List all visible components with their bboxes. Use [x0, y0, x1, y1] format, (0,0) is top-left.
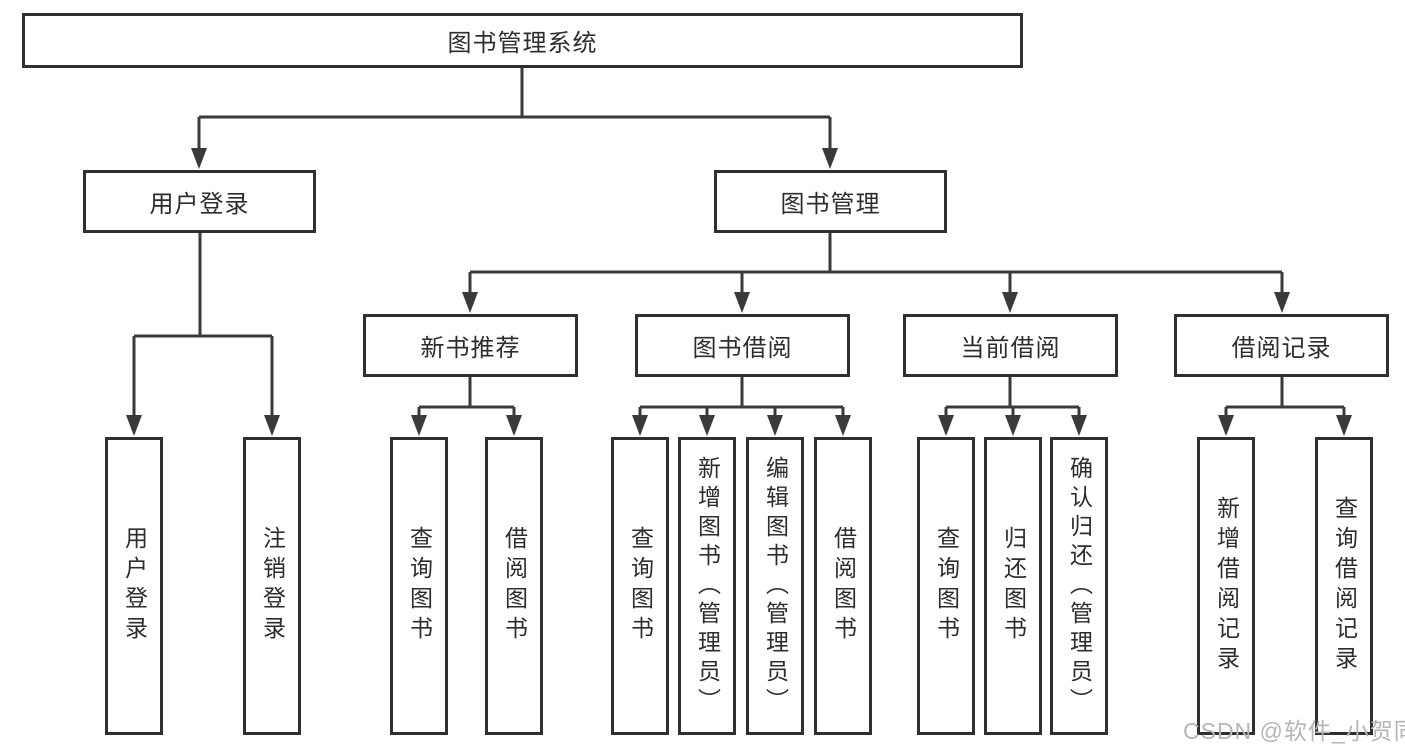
node-leaf-logout: 注销登录: [243, 437, 301, 735]
node-leaf-records-query: 查询借阅记录: [1315, 437, 1373, 735]
node-leaf-bor-edit-books-label: 编辑图书（管理员）: [762, 455, 789, 717]
node-leaf-bor-query-books-label: 查询图书: [627, 526, 654, 646]
node-leaf-records-query-label: 查询借阅记录: [1331, 496, 1358, 676]
node-leaf-bor-add-books: 新增图书（管理员）: [678, 437, 736, 735]
node-book-mgmt-label: 图书管理: [780, 191, 881, 218]
connector-new-book-rec-children: [411, 377, 522, 436]
node-leaf-bor-borrow-books: 借阅图书: [814, 437, 872, 735]
node-leaf-bor-add-books-label: 新增图书（管理员）: [694, 455, 721, 717]
node-borrow-records-label: 借阅记录: [1231, 335, 1332, 362]
node-leaf-bor-edit-books: 编辑图书（管理员）: [746, 437, 804, 735]
node-leaf-bor-query-books: 查询图书: [611, 437, 669, 735]
watermark: CSDN @软件_小贺同学: [1183, 718, 1405, 744]
connector-book-borrow-children: [632, 377, 851, 436]
node-leaf-user-login-label: 用户登录: [121, 526, 148, 646]
connector-borrow-records-children: [1218, 377, 1352, 436]
node-book-mgmt: 图书管理: [714, 170, 947, 233]
node-book-borrow-label: 图书借阅: [692, 335, 793, 362]
node-leaf-rec-borrow-books-label: 借阅图书: [501, 526, 528, 646]
node-borrow-records: 借阅记录: [1174, 314, 1389, 377]
connector-root-to-level2: [191, 68, 838, 169]
node-new-book-rec-label: 新书推荐: [420, 335, 521, 362]
node-user-login: 用户登录: [83, 170, 316, 233]
node-leaf-cur-return-books: 归还图书: [984, 437, 1042, 735]
node-leaf-cur-confirm-return-label: 确认归还（管理员）: [1066, 455, 1093, 717]
node-leaf-records-add-label: 新增借阅记录: [1213, 496, 1240, 676]
node-leaf-logout-label: 注销登录: [259, 526, 286, 646]
node-leaf-bor-borrow-books-label: 借阅图书: [830, 526, 857, 646]
node-leaf-cur-confirm-return: 确认归还（管理员）: [1050, 437, 1108, 735]
node-leaf-cur-return-books-label: 归还图书: [1000, 526, 1027, 646]
node-root: 图书管理系统: [22, 13, 1023, 68]
node-current-borrow: 当前借阅: [903, 314, 1118, 377]
connector-user-login-children: [126, 233, 280, 436]
node-leaf-cur-query-books-label: 查询图书: [933, 526, 960, 646]
connector-book-mgmt-children: [462, 233, 1290, 313]
node-new-book-rec: 新书推荐: [363, 314, 578, 377]
node-current-borrow-label: 当前借阅: [960, 335, 1061, 362]
node-root-label: 图书管理系统: [447, 30, 598, 57]
node-leaf-rec-borrow-books: 借阅图书: [485, 437, 543, 735]
node-book-borrow: 图书借阅: [635, 314, 850, 377]
node-user-login-label: 用户登录: [149, 191, 250, 218]
node-leaf-records-add: 新增借阅记录: [1197, 437, 1255, 735]
node-leaf-rec-query-books-label: 查询图书: [406, 526, 433, 646]
node-leaf-cur-query-books: 查询图书: [917, 437, 975, 735]
connector-current-borrow-children: [938, 377, 1087, 436]
node-leaf-user-login: 用户登录: [105, 437, 163, 735]
node-leaf-rec-query-books: 查询图书: [390, 437, 448, 735]
